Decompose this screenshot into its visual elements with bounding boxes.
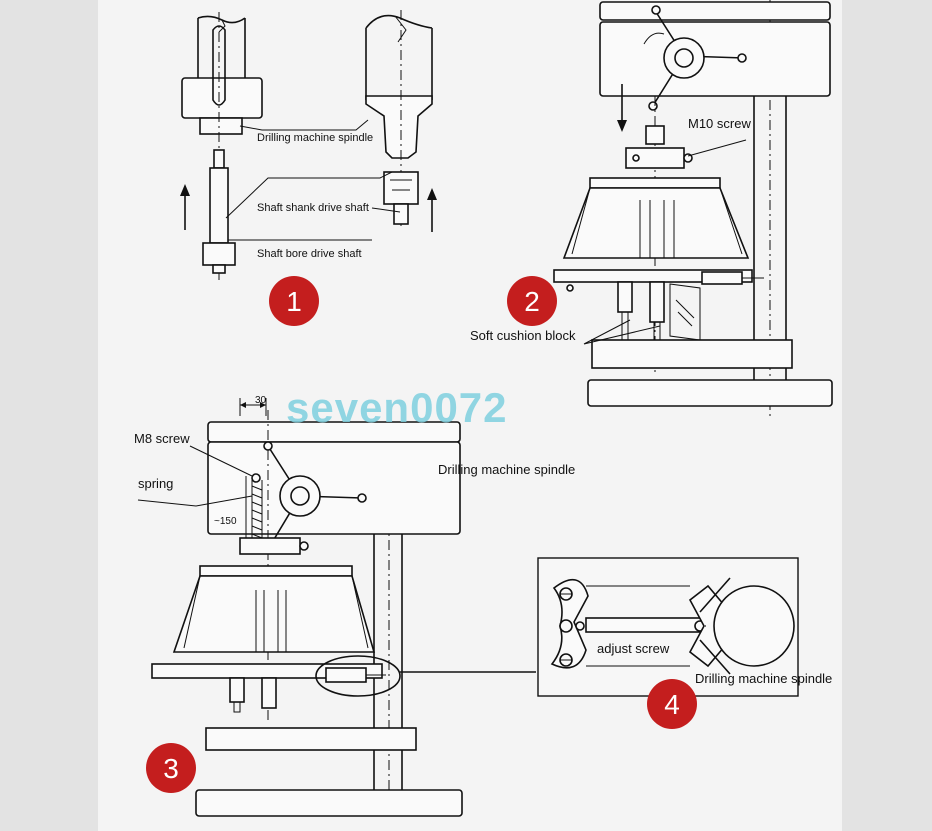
- panel-1-spindle-shafts: Drilling machine spindle Shaft shank dri…: [180, 10, 437, 326]
- dim-30-label: 30: [255, 395, 267, 406]
- dim-150-label: ~150: [214, 516, 237, 527]
- step-3-number: 3: [163, 753, 179, 784]
- panel-3-drill-press-spring: 30 ~150: [134, 395, 575, 817]
- watermark-text: seven0072: [286, 384, 508, 431]
- label-m8-screw: M8 screw: [134, 431, 190, 446]
- panel-4-adjust-screw-detail: adjust screw Drilling machine spindle 4: [537, 557, 832, 729]
- step-1-badge: [269, 276, 319, 326]
- step-3-badge: [146, 743, 196, 793]
- left-margin: [0, 0, 98, 831]
- step-2-number: 2: [524, 286, 540, 317]
- label-shaft-bore-drive-shaft: Shaft bore drive shaft: [257, 248, 362, 260]
- label-m10-screw: M10 screw: [688, 116, 751, 131]
- step-4-number: 4: [664, 689, 680, 720]
- label-drilling-machine-spindle-4: Drilling machine spindle: [695, 671, 832, 686]
- step-4-badge: [647, 679, 697, 729]
- label-soft-cushion-block: Soft cushion block: [470, 328, 576, 343]
- label-adjust-screw: adjust screw: [597, 641, 670, 656]
- label-drilling-machine-spindle: Drilling machine spindle: [257, 132, 373, 144]
- label-shaft-shank-drive-shaft: Shaft shank drive shaft: [257, 202, 369, 214]
- right-margin: [842, 0, 932, 831]
- panel-2-drill-press-top: M10 screw Soft cushion block 2: [470, 0, 833, 420]
- label-spring: spring: [138, 476, 173, 491]
- step-1-number: 1: [286, 286, 302, 317]
- step-2-badge: [507, 276, 557, 326]
- label-drilling-machine-spindle-3: Drilling machine spindle: [438, 462, 575, 477]
